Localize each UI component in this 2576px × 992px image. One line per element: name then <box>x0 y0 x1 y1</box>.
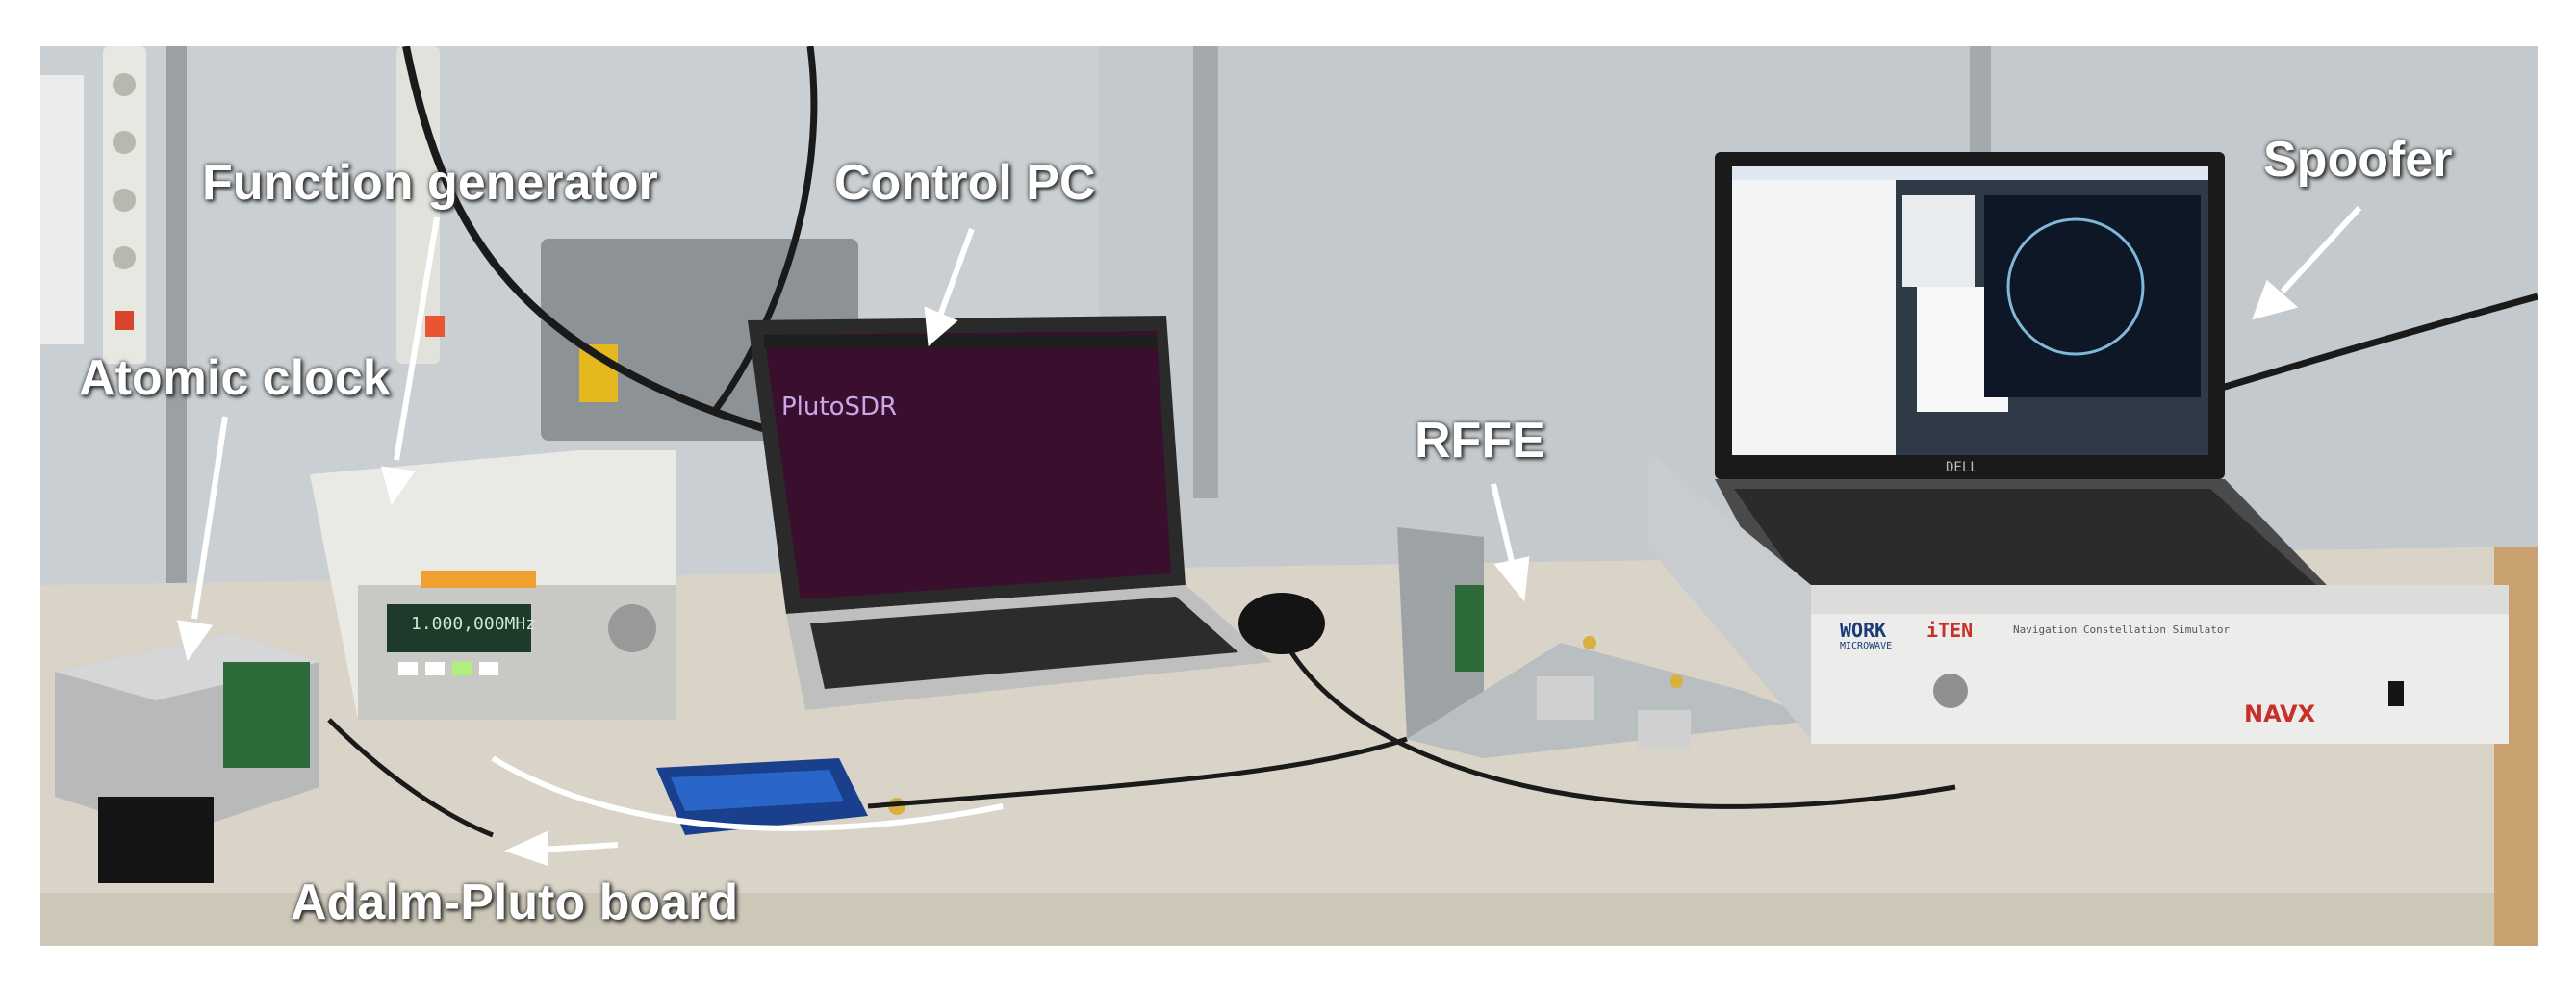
navigation-simulator <box>1647 450 2509 744</box>
label-atomic-clock: Atomic clock <box>79 350 391 406</box>
label-function-generator: Function generator <box>202 155 658 211</box>
spoofer-laptop <box>1715 152 2345 604</box>
atomic-clock-device <box>55 633 319 883</box>
function-generator-device <box>310 450 676 720</box>
simulator-brand-text: WORK <box>1840 619 1887 642</box>
rffe-device <box>1397 527 1821 758</box>
pluto-logo-text: PlutoSDR <box>781 393 898 421</box>
simulator-brand-sub-text: MICROWAVE <box>1840 641 1893 651</box>
mouse <box>1238 593 1325 654</box>
label-rffe: RFFE <box>1415 413 1545 469</box>
simulator-title-text: Navigation Constellation Simulator <box>2013 623 2231 636</box>
lab-photo: 1.000,000MHz PlutoSDR WORK MICROWAVE iTE… <box>40 46 2538 946</box>
simulator-partner-text: iTEN <box>1926 619 1974 642</box>
generator-display-text: 1.000,000MHz <box>411 614 537 634</box>
adalm-pluto-device <box>656 758 905 835</box>
annotation-arrows <box>177 205 2362 867</box>
label-adalm-pluto: Adalm-Pluto board <box>291 875 739 930</box>
lab-scene <box>40 46 2538 946</box>
simulator-logo-text: NAVX <box>2244 700 2316 727</box>
label-control-pc: Control PC <box>834 155 1096 211</box>
laptop-brand-text: DELL <box>1946 460 1978 475</box>
label-spoofer: Spoofer <box>2263 132 2453 188</box>
control-pc-laptop <box>748 316 1272 710</box>
